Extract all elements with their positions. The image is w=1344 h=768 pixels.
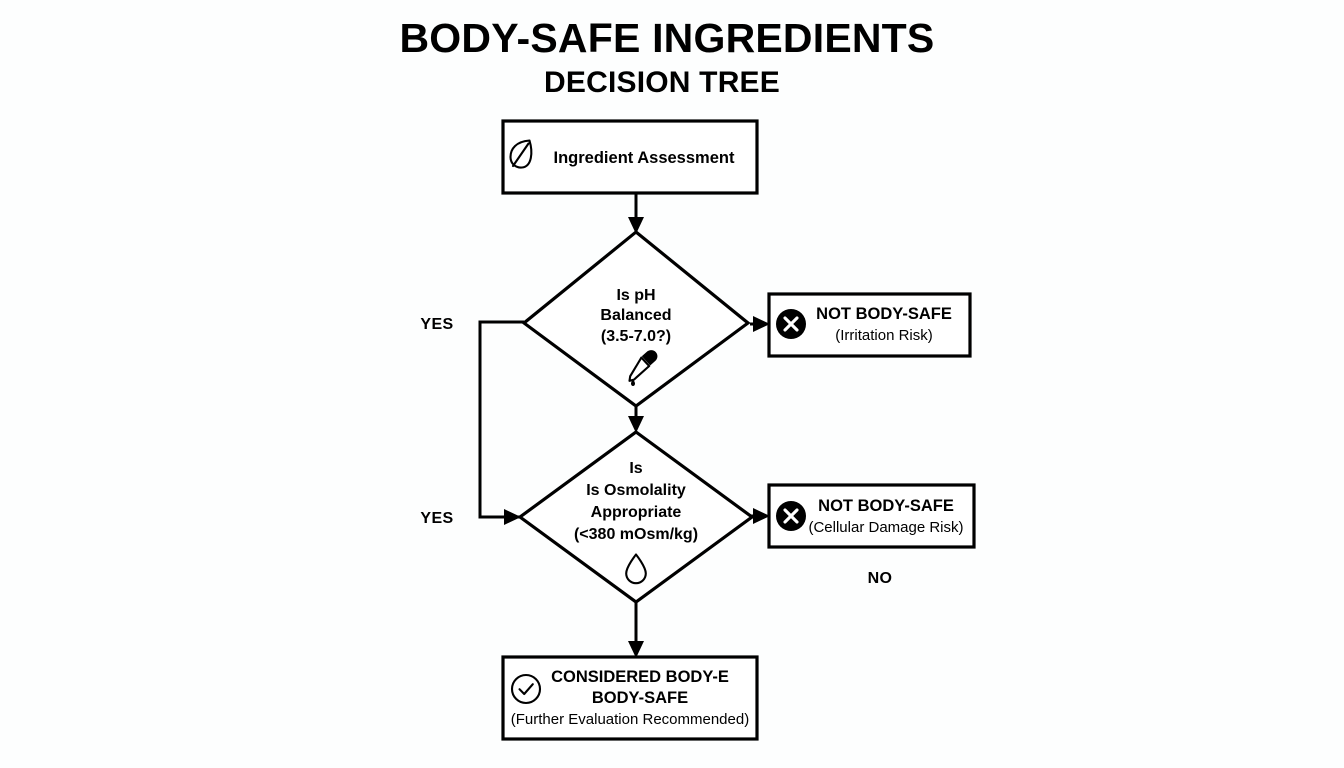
connector-start-to-ph [628, 193, 644, 234]
edge-label-yes-ph: YES [420, 316, 453, 333]
node-ingredient-assessment[interactable]: Ingredient Assessment [501, 119, 759, 195]
decision-line2: Balanced [600, 307, 671, 324]
node-line2: BODY-SAFE [592, 689, 688, 707]
decision-line2: Is Osmolality [586, 482, 686, 499]
node-line1: NOT BODY-SAFE [816, 305, 952, 323]
node-not-body-safe-irritation[interactable]: NOT BODY-SAFE (Irritation Risk) [767, 292, 972, 358]
leaf-icon [509, 139, 533, 169]
node-line1: NOT BODY-SAFE [818, 497, 954, 515]
decision-line3: (3.5-7.0?) [601, 328, 671, 345]
decision-line4: (<380 mOsm/kg) [574, 526, 698, 543]
x-circle-icon [776, 309, 806, 339]
node-line1: CONSIDERED BODY-E [551, 668, 729, 686]
edge-label-no-osmolality: NO [868, 570, 893, 587]
decision-line1: Is pH [616, 287, 655, 304]
check-circle-icon [510, 673, 542, 705]
node-label: Ingredient Assessment [554, 149, 735, 167]
x-circle-icon [776, 501, 806, 531]
connector-ph-to-osmolality [628, 405, 644, 433]
node-not-body-safe-cellular[interactable]: NOT BODY-SAFE (Cellular Damage Risk) [767, 483, 976, 549]
connector-ph-no-to-fail [750, 316, 770, 332]
decision-osmolality-appropriate[interactable]: Is Is Osmolality Appropriate (<380 mOsm/… [517, 430, 755, 604]
dropper-icon [628, 350, 658, 386]
water-drop-icon [625, 553, 647, 585]
node-line3: (Further Evaluation Recommended) [511, 711, 749, 728]
decision-line1: Is [629, 460, 642, 477]
node-line2: (Irritation Risk) [835, 327, 933, 344]
connector-osmolality-yes-to-pass [628, 601, 644, 658]
node-line2: (Cellular Damage Risk) [808, 519, 963, 536]
decision-line3: Appropriate [591, 504, 682, 521]
page-title-line1: BODY-SAFE INGREDIENTS [400, 15, 935, 61]
node-considered-body-safe[interactable]: CONSIDERED BODY-E BODY-SAFE (Further Eva… [501, 655, 759, 741]
page-title-line2: DECISION TREE [544, 66, 780, 99]
edge-label-yes-osmolality: YES [420, 510, 453, 527]
decision-ph-balanced[interactable]: Is pH Balanced (3.5-7.0?) [521, 229, 751, 408]
